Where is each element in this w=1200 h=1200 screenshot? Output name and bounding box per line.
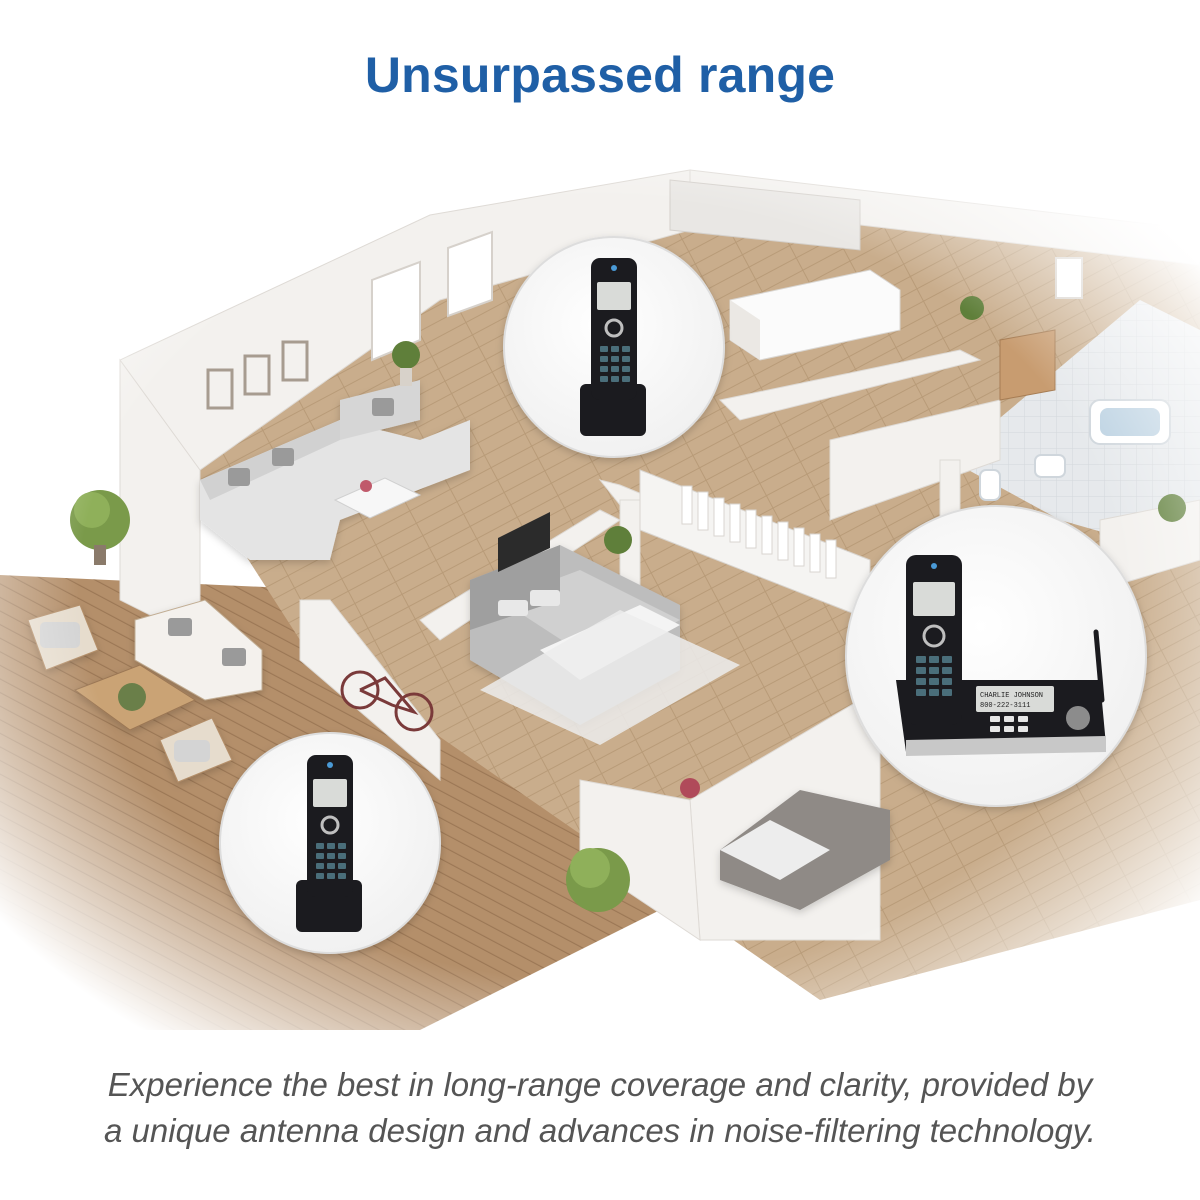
handset-bubble-bottom-left bbox=[219, 732, 441, 954]
handset-bubble-top bbox=[503, 236, 725, 458]
headline: Unsurpassed range bbox=[364, 47, 836, 103]
caption-line-2: a unique antenna design and advances in … bbox=[104, 1112, 1096, 1149]
base-station-bubble: CHARLIE JOHNSON 800-222-3111 bbox=[845, 505, 1147, 807]
base-display-name: CHARLIE JOHNSON bbox=[980, 692, 1043, 700]
caption: Experience the best in long-range covera… bbox=[40, 1062, 1160, 1154]
cordless-handset bbox=[580, 258, 646, 436]
base-display-number: 800-222-3111 bbox=[980, 702, 1030, 710]
caption-line-1: Experience the best in long-range covera… bbox=[107, 1066, 1093, 1103]
floor-plan-illustration: CHARLIE JOHNSON 800-222-3111 bbox=[0, 140, 1200, 1040]
cordless-handset bbox=[296, 755, 362, 932]
cordless-handset bbox=[906, 555, 962, 725]
